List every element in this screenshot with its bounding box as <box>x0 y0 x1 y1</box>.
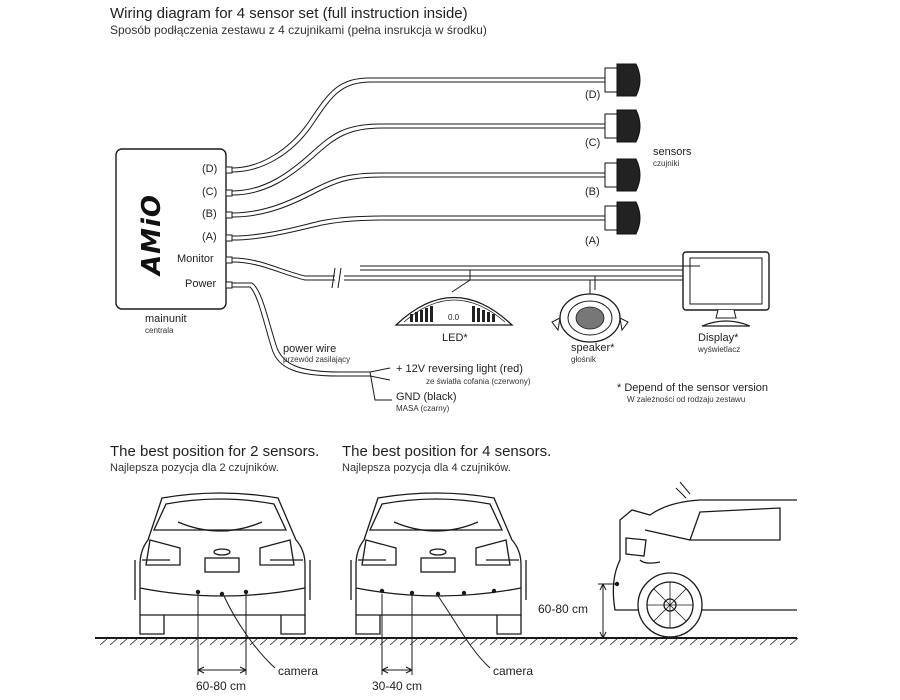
sensor-d-label: (D) <box>585 89 601 101</box>
car-side-view <box>612 481 797 638</box>
speaker-label-pl: głośnik <box>571 355 596 364</box>
mainunit-box <box>115 148 227 310</box>
mainunit-port-monitor: Monitor <box>177 253 214 265</box>
car1-camera-label: camera <box>278 664 319 678</box>
speaker-drawing <box>551 280 629 343</box>
page-subtitle: Sposób podłączenia zestawu z 4 czujnikam… <box>110 23 487 37</box>
sensor-b-cap <box>604 158 641 192</box>
page-title: Wiring diagram for 4 sensor set (full in… <box>110 5 468 22</box>
sensors-label-pl: czujniki <box>653 159 680 168</box>
black-wire-label: GND (black) <box>396 391 457 403</box>
brand-logo: AMiO <box>137 193 167 275</box>
sensor-d-cap <box>604 63 641 97</box>
ground-hatch <box>99 637 799 646</box>
sensor-a-cap <box>604 201 641 235</box>
position-4-subtitle: Najlepsza pozycja dla 4 czujników. <box>342 462 511 474</box>
mainunit-port-b: (B) <box>202 208 217 220</box>
footnote-pl: W zależności od rodzaju zestawu <box>627 395 746 404</box>
mainunit-label-pl: centrala <box>145 326 174 335</box>
power-wire-label-pl: przewód zasilający <box>283 355 351 364</box>
car1-measure <box>197 594 276 675</box>
mainunit-port-power: Power <box>185 278 217 290</box>
position-2-title: The best position for 2 sensors. <box>110 443 320 460</box>
car2-spacing-label: 30-40 cm <box>372 679 423 693</box>
car-rear-4-sensors <box>350 492 527 635</box>
power-wire-label: power wire <box>283 343 337 355</box>
sensor-caps <box>604 63 641 235</box>
red-wire-label-pl: ze światła cofania (czerwony) <box>426 377 531 386</box>
red-wire-label: + 12V reversing light (red) <box>396 363 523 375</box>
led-label: LED* <box>442 332 468 344</box>
car2-measure <box>381 594 491 675</box>
sensor-c-label: (C) <box>585 137 601 149</box>
car-rear-2-sensors <box>134 492 311 635</box>
led-reading: 0.0 <box>448 313 460 322</box>
display-drawing <box>682 251 770 327</box>
sensor-wires <box>231 77 605 241</box>
monitor-wire <box>231 257 700 290</box>
position-4-title: The best position for 4 sensors. <box>342 443 552 460</box>
car2-camera-label: camera <box>493 664 534 678</box>
sensor-c-cap <box>604 109 641 143</box>
sensor-a-label: (A) <box>585 235 600 247</box>
mainunit-port-c: (C) <box>202 186 218 198</box>
height-label: 60-80 cm <box>538 602 589 616</box>
position-2-subtitle: Najlepsza pozycja dla 2 czujników. <box>110 462 279 474</box>
car1-sensors <box>195 589 249 597</box>
led-display <box>394 270 514 326</box>
sensors-label: sensors <box>653 146 692 158</box>
footnote: * Depend of the sensor version <box>617 382 769 394</box>
mainunit-label: mainunit <box>145 313 187 325</box>
side-height-measure <box>598 583 618 639</box>
sensor-b-label: (B) <box>585 186 600 198</box>
side-sensor <box>614 581 620 587</box>
car1-spacing-label: 60-80 cm <box>196 679 247 693</box>
speaker-label: speaker* <box>571 342 615 354</box>
mainunit-port-a: (A) <box>202 231 217 243</box>
display-label-pl: wyświetlacz <box>698 345 741 354</box>
mainunit-connectors <box>225 166 233 289</box>
display-label: Display* <box>698 332 739 344</box>
black-wire-label-pl: MASA (czarny) <box>396 404 450 413</box>
mainunit-port-d: (D) <box>202 163 218 175</box>
car2-sensors <box>379 588 497 597</box>
power-wire <box>232 282 392 401</box>
